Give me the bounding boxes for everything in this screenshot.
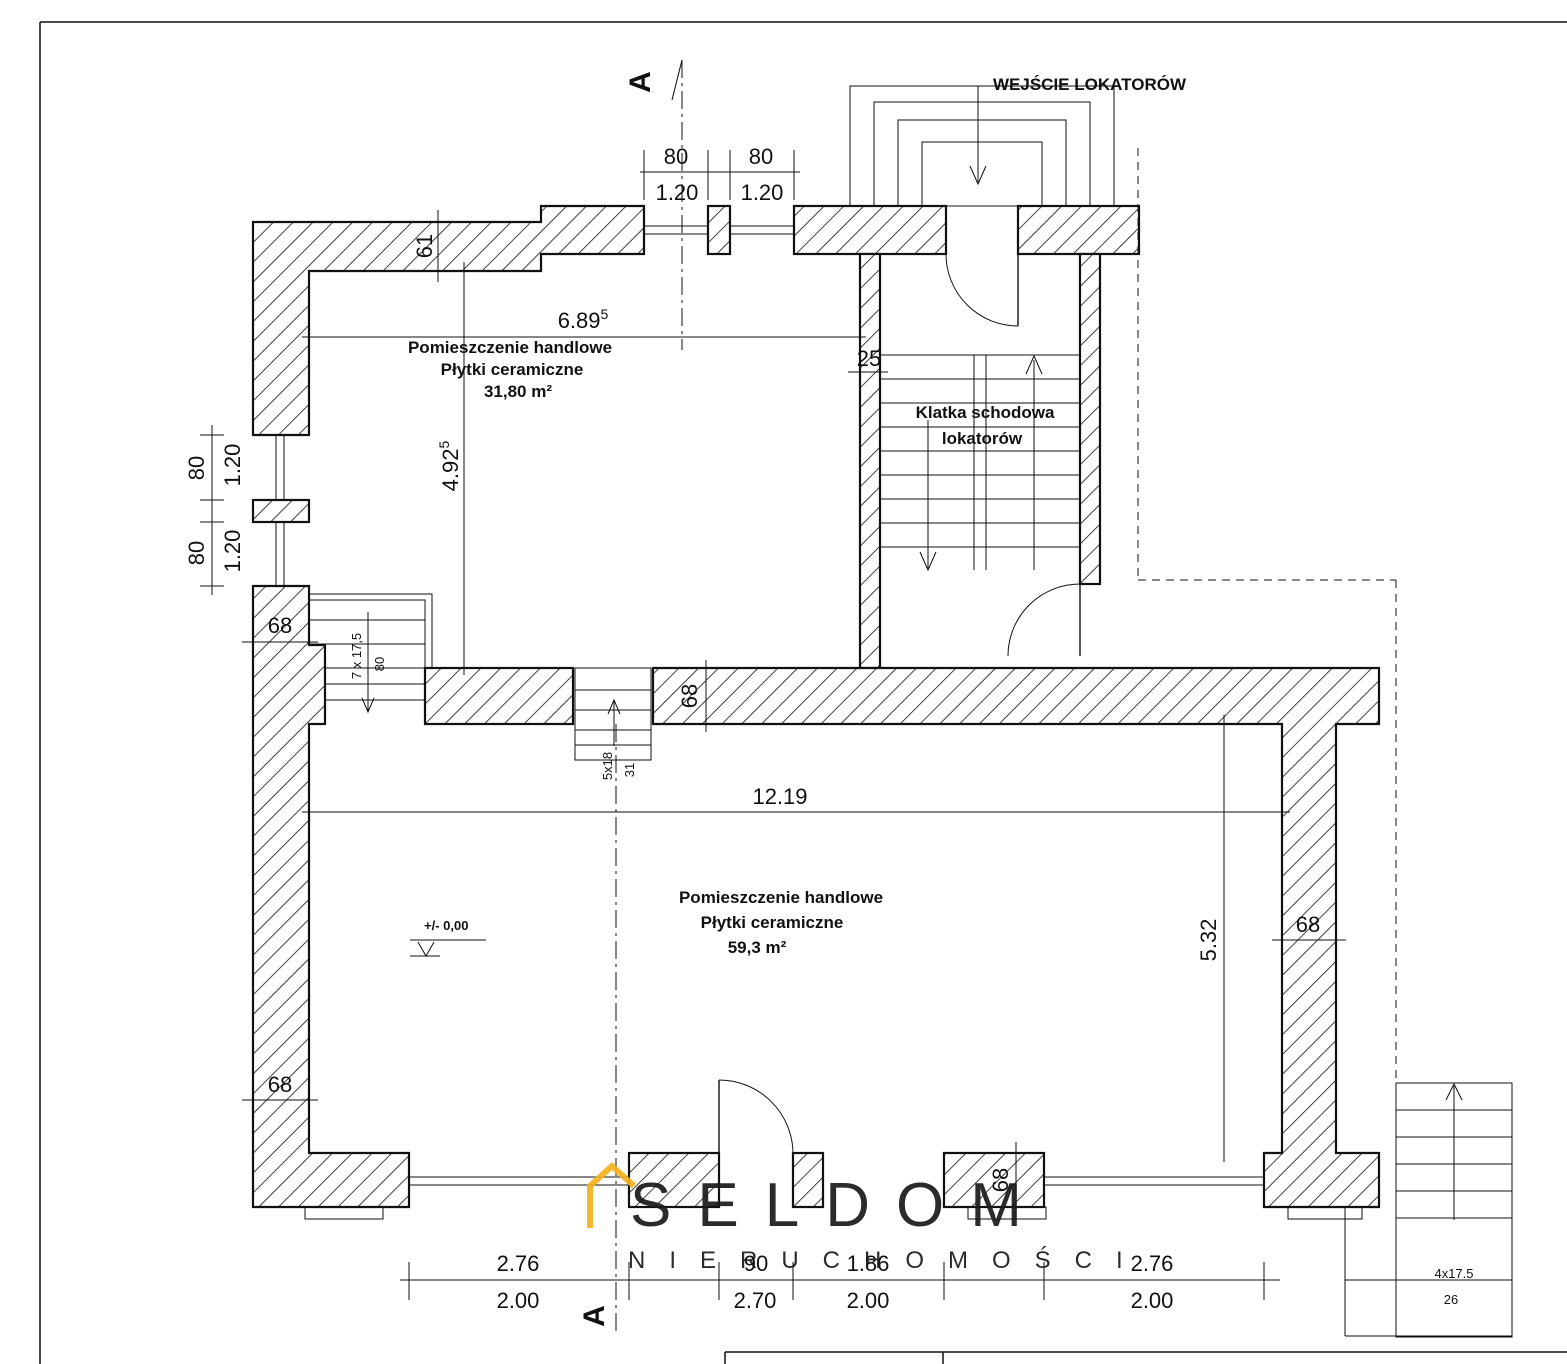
room2-area: 59,3 m² (728, 938, 787, 957)
dim-stairs-small-b: 80 (372, 657, 387, 671)
stair-name-2: lokatorów (942, 429, 1023, 448)
dim-b-200b: 2.00 (847, 1288, 890, 1313)
stair-arrows (919, 354, 1043, 572)
dim-b-200a: 2.00 (497, 1288, 540, 1313)
section-marker-top: A (624, 71, 657, 93)
walls (251, 204, 1381, 1209)
dim-b-270: 2.70 (734, 1288, 777, 1313)
dim-left-w2: 80 (184, 541, 209, 565)
dim-b-186: 1.86 (847, 1251, 890, 1276)
logo-roof-icon (587, 1161, 637, 1228)
dim-left-68b: 68 (268, 1072, 292, 1097)
dim-room2-height: 5.32 (1196, 919, 1221, 962)
dim-b-90: 90 (744, 1251, 768, 1276)
dim-right-68: 68 (1296, 912, 1320, 937)
section-marker-bottom: A (578, 1305, 611, 1327)
dim-room2-width: 12.19 (752, 784, 807, 809)
dim-wall-61: 61 (412, 234, 437, 258)
dim-wall-68-mid: 68 (677, 684, 702, 708)
doors (718, 253, 1081, 1154)
stair-name: Klatka schodowa (916, 403, 1055, 422)
dim-left-68a: 68 (268, 613, 292, 638)
dim-room1-width: 6.895 (558, 306, 609, 333)
room2-name: Pomieszczenie handlowe (679, 888, 883, 907)
room1-area: 31,80 m² (484, 382, 552, 401)
dim-stairs-small: 7 x 17,5 (349, 633, 364, 679)
dim-b-276b: 2.76 (1131, 1251, 1174, 1276)
dim-stairs-mid-b: 31 (622, 763, 637, 777)
sheet-frame (39, 21, 1567, 1364)
room1-finish: Płytki ceramiczne (441, 360, 584, 379)
dim-top-w2: 80 (749, 144, 773, 169)
dim-top-h2: 1.20 (741, 180, 784, 205)
watermark-subtitle: NIERUCHOMOŚCI (628, 1246, 1147, 1274)
dim-b-200c: 2.00 (1131, 1288, 1174, 1313)
seldom-watermark: SELDOM NIERUCHOMOŚCI (587, 1161, 1147, 1274)
dim-b-276a: 2.76 (497, 1251, 540, 1276)
dim-left-h1: 1.20 (220, 444, 245, 487)
room2-finish: Płytki ceramiczne (701, 913, 844, 932)
section-line-a (615, 59, 683, 1336)
dim-top-h1: 1.20 (656, 180, 699, 205)
room1-name: Pomieszczenie handlowe (408, 338, 612, 357)
dim-stairs-ext-b: 26 (1444, 1292, 1458, 1307)
entrance-label: WEJŚCIE LOKATORÓW (993, 75, 1187, 94)
level-mark: +/- 0,00 (424, 918, 468, 933)
labels: WEJŚCIE LOKATORÓW A A Pomieszczenie hand… (184, 71, 1474, 1327)
interior-staircase (880, 354, 1080, 570)
dim-room1-height: 4.925 (436, 440, 463, 491)
dim-left-h2: 1.20 (220, 530, 245, 573)
dim-left-w1: 80 (184, 456, 209, 480)
dim-stairs-mid: 5x18 (600, 752, 615, 780)
dim-bottom-68: 68 (988, 1168, 1013, 1192)
dimension-lines (200, 150, 1512, 1300)
dim-stairs-ext: 4x17.5 (1434, 1266, 1473, 1281)
dim-top-w1: 80 (664, 144, 688, 169)
small-stairs (309, 593, 1513, 1338)
dim-25: 25 (857, 346, 881, 371)
watermark-brand: SELDOM (630, 1171, 1048, 1240)
